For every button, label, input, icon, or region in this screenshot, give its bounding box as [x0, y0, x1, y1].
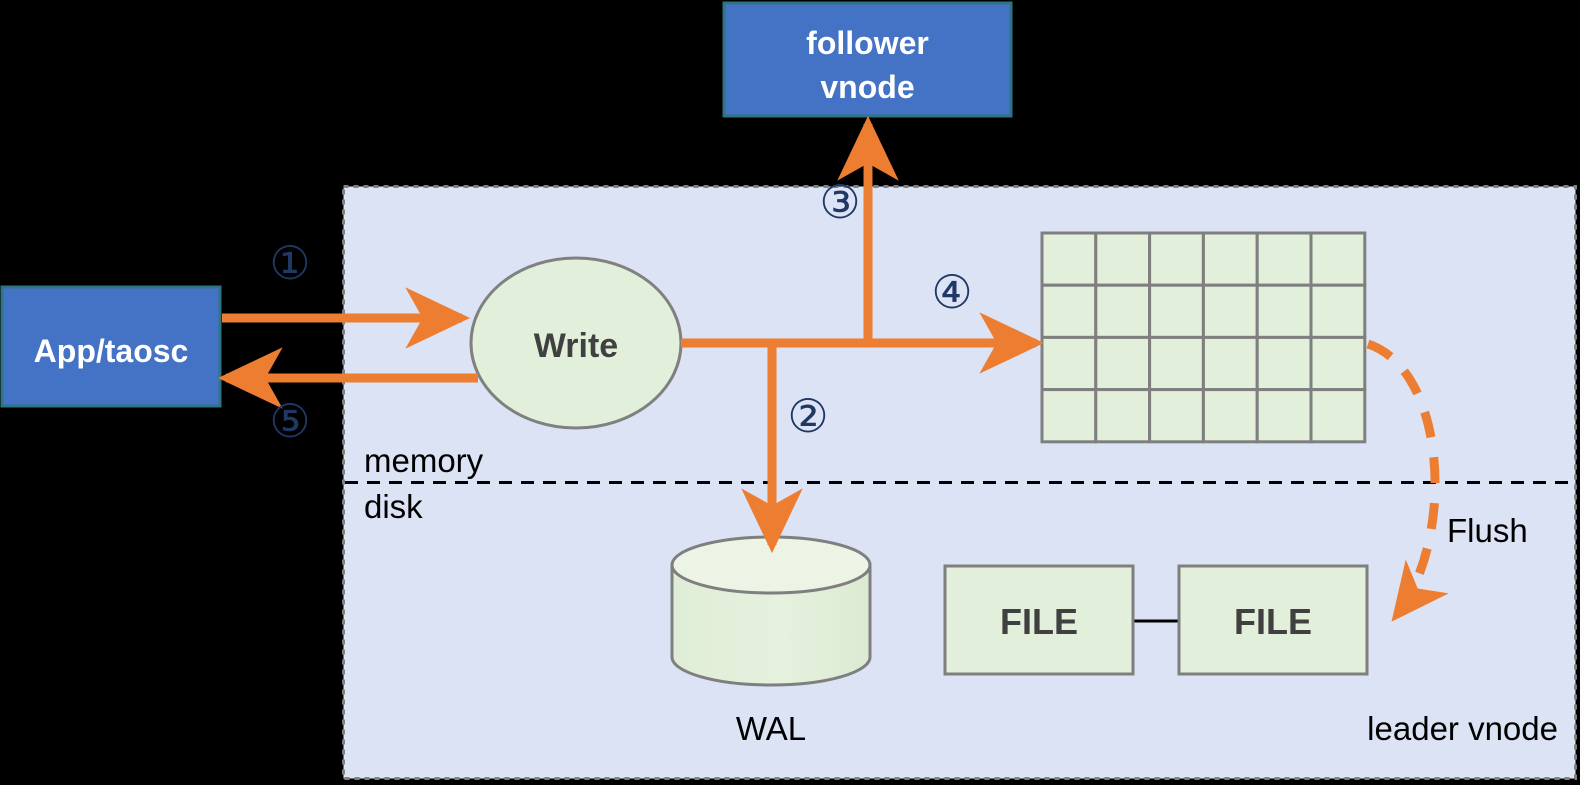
disk-divider-label: disk — [364, 488, 423, 525]
follower-vnode-node[interactable]: follower vnode — [722, 1, 1013, 118]
step-marker-5: ⑤ — [269, 394, 310, 448]
app-taosc-label: App/taosc — [34, 333, 189, 369]
memtable-cell — [1040, 335, 1098, 392]
follower-vnode-box[interactable] — [722, 1, 1013, 118]
memtable-cell — [1255, 231, 1313, 287]
memtable-cell — [1255, 388, 1313, 444]
memory-divider-label: memory — [364, 442, 484, 479]
memtable-cell — [1094, 335, 1152, 392]
memtable-cell — [1255, 335, 1313, 392]
follower-vnode-label-line1: follower — [806, 25, 929, 61]
flush-edge-label: Flush — [1447, 512, 1528, 549]
write-label: Write — [534, 327, 618, 365]
memtable-cell — [1148, 388, 1205, 444]
memtable-cell — [1255, 283, 1313, 339]
memtable-cell — [1148, 335, 1205, 392]
arrow-flush-memtable-to-file — [1366, 339, 1449, 622]
follower-vnode-label-line2: vnode — [820, 69, 914, 105]
memtable-cell — [1094, 388, 1152, 444]
file-left-box[interactable] — [943, 564, 1135, 676]
write-node[interactable]: Write — [469, 256, 683, 430]
file-chain: FILE FILE — [943, 564, 1369, 676]
memtable-cell — [1309, 283, 1367, 339]
file-left-label: FILE — [1000, 601, 1078, 642]
step-marker-4: ④ — [931, 265, 972, 319]
step-marker-1: ① — [269, 236, 310, 290]
step-marker-3: ③ — [819, 175, 860, 229]
memtable-cell — [1094, 283, 1152, 339]
wal-cylinder-top — [670, 535, 872, 595]
memtable-cell — [1148, 231, 1205, 287]
wal-node[interactable]: WAL — [670, 535, 872, 747]
wal-label: WAL — [736, 710, 806, 747]
memtable-cell — [1309, 388, 1367, 444]
file-right-label: FILE — [1234, 601, 1312, 642]
memtable-cell — [1201, 388, 1259, 444]
app-taosc-node[interactable]: App/taosc — [0, 285, 222, 408]
wal-cylinder-body[interactable] — [670, 563, 872, 687]
memtable-cell — [1309, 335, 1367, 392]
memtable-cell — [1040, 388, 1098, 444]
memtable-cell — [1309, 231, 1367, 287]
file-right-box[interactable] — [1177, 564, 1369, 676]
memtable-cell — [1148, 283, 1205, 339]
memtable-cell — [1094, 231, 1152, 287]
app-taosc-box[interactable] — [0, 285, 222, 408]
memtable-cell — [1040, 283, 1098, 339]
file-left-node[interactable]: FILE — [943, 564, 1135, 676]
leader-vnode-panel-label: leader vnode — [1367, 710, 1558, 747]
memtable-cell — [1040, 231, 1098, 287]
step-marker-2: ② — [787, 389, 828, 443]
file-right-node[interactable]: FILE — [1177, 564, 1369, 676]
memtable-cell — [1201, 335, 1259, 392]
memtable-grid[interactable] — [1040, 231, 1367, 444]
memtable-cell — [1201, 283, 1259, 339]
memtable-cell — [1201, 231, 1259, 287]
